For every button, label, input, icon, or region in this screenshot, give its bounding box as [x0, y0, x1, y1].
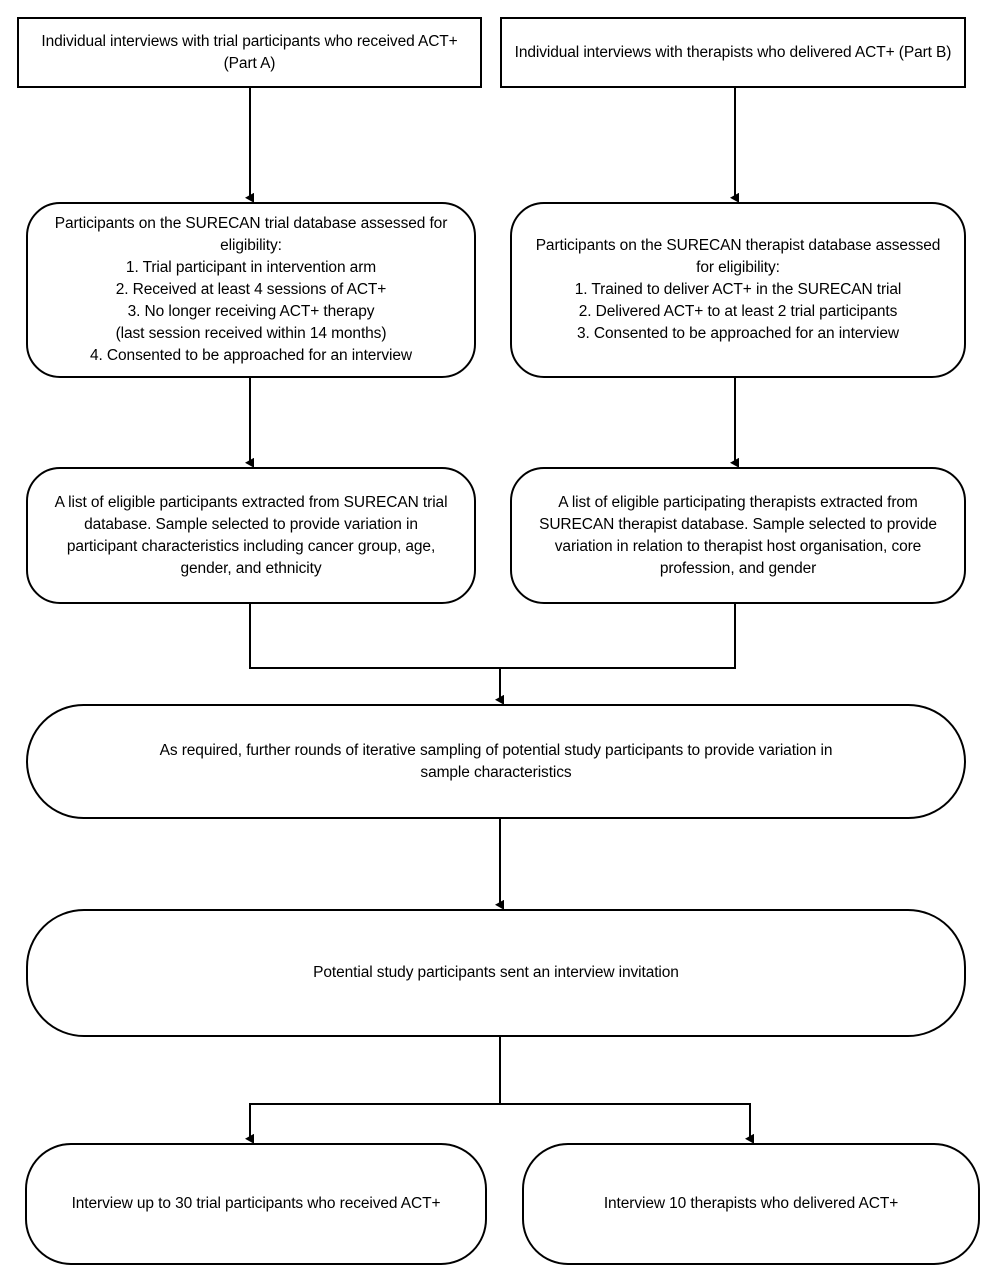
node-trial-sample-list-label: A list of eligible participants extracte…	[54, 493, 448, 577]
node-therapist-sample-list: A list of eligible participating therapi…	[510, 467, 966, 604]
node-therapist-sample-list-label: A list of eligible participating therapi…	[539, 493, 937, 577]
node-part-a-header-label: Individual interviews with trial partici…	[41, 32, 458, 72]
node-interview-participants: Interview up to 30 trial participants wh…	[25, 1143, 487, 1265]
node-part-b-header: Individual interviews with therapists wh…	[500, 17, 966, 88]
node-interview-participants-label: Interview up to 30 trial participants wh…	[71, 1195, 441, 1212]
node-trial-eligibility-label: Participants on the SURECAN trial databa…	[54, 215, 448, 364]
node-therapist-eligibility: Participants on the SURECAN therapist da…	[510, 202, 966, 378]
node-invitation-sent: Potential study participants sent an int…	[26, 909, 966, 1037]
node-interview-therapists: Interview 10 therapists who delivered AC…	[522, 1143, 980, 1265]
connector-merge-to-iterative-sampling	[249, 604, 736, 705]
node-interview-therapists-label: Interview 10 therapists who delivered AC…	[603, 1195, 899, 1212]
node-part-b-header-label: Individual interviews with therapists wh…	[514, 43, 952, 61]
node-therapist-eligibility-label: Participants on the SURECAN therapist da…	[535, 237, 941, 342]
node-trial-sample-list: A list of eligible participants extracte…	[26, 467, 476, 604]
node-iterative-sampling-label: As required, further rounds of iterative…	[159, 741, 833, 781]
connector-invitation-split	[245, 1037, 754, 1144]
node-part-a-header: Individual interviews with trial partici…	[17, 17, 482, 88]
node-iterative-sampling: As required, further rounds of iterative…	[26, 704, 966, 819]
node-trial-eligibility: Participants on the SURECAN trial databa…	[26, 202, 476, 378]
node-invitation-sent-label: Potential study participants sent an int…	[313, 964, 679, 981]
